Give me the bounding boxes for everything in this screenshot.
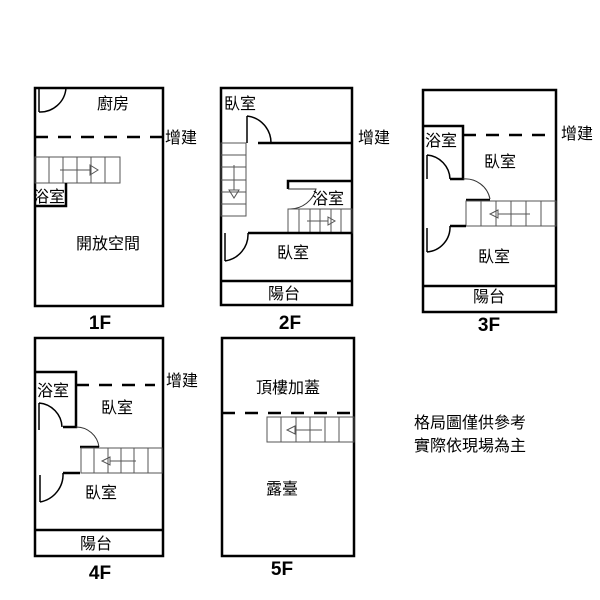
addition-label: 增建 — [165, 128, 197, 147]
room-rooftop-addition: 頂樓加蓋 — [256, 378, 320, 397]
floor-1f: 廚房 增建 浴室 開放空間 1F — [33, 86, 197, 334]
room-bath: 浴室 — [312, 189, 344, 208]
room-kitchen: 廚房 — [97, 94, 129, 113]
room-bedroom: 臥室 — [101, 398, 133, 417]
disclaimer-line-2: 實際依現場為主 — [414, 436, 526, 455]
floor-4f: 浴室 增建 臥室 臥室 陽台 4F — [33, 336, 198, 584]
stairs — [80, 447, 163, 474]
room-bedroom: 臥室 — [478, 247, 510, 266]
room-bath: 浴室 — [37, 381, 69, 400]
floor-2f: 臥室 增建 浴室 臥室 陽台 2F — [219, 86, 390, 334]
room-bedroom: 臥室 — [277, 243, 309, 262]
room-bath: 浴室 — [33, 187, 65, 206]
floor-label: 3F — [478, 315, 500, 336]
room-bedroom: 臥室 — [224, 94, 256, 113]
room-balcony: 陽台 — [80, 534, 112, 553]
room-bedroom: 臥室 — [85, 483, 117, 502]
room-bedroom: 臥室 — [484, 152, 516, 171]
room-balcony: 陽台 — [473, 287, 505, 306]
stairs — [266, 416, 355, 443]
floor-3f: 浴室 增建 臥室 臥室 陽台 3F — [421, 88, 593, 336]
disclaimer-line-1: 格局圖僅供參考 — [414, 413, 526, 432]
stairs — [465, 200, 557, 227]
addition-label: 增建 — [561, 124, 593, 143]
room-terrace: 露臺 — [266, 479, 298, 498]
room-bath: 浴室 — [425, 131, 457, 150]
room-balcony: 陽台 — [268, 284, 300, 303]
floor-label: 4F — [89, 563, 111, 584]
room-open-space: 開放空間 — [76, 234, 140, 253]
stairs — [34, 156, 121, 184]
floor-label: 1F — [89, 313, 111, 334]
floor-5f: 頂樓加蓋 露臺 5F — [220, 336, 356, 580]
floor-label: 2F — [279, 313, 301, 334]
stairs — [287, 208, 353, 234]
stairs — [220, 142, 247, 217]
addition-label: 增建 — [166, 371, 198, 390]
floor-label: 5F — [271, 559, 293, 580]
addition-label: 增建 — [358, 128, 390, 147]
